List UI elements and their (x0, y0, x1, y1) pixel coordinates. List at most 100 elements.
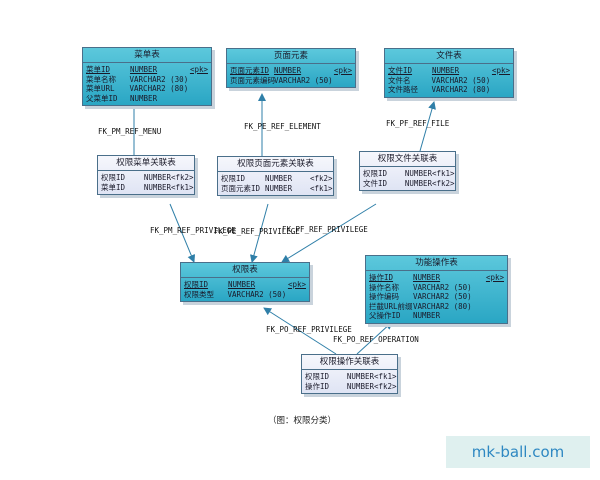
column-name: 文件路径 (388, 85, 418, 94)
relation-line-fk-po-ref-privilege (263, 307, 337, 355)
column-type: VARCHAR2 (50) (431, 75, 491, 85)
column-name: 页面元素ID (230, 66, 270, 75)
column-key: <pk> (485, 273, 504, 282)
relation-label: FK_PF_REF_PRIVILEGE (282, 225, 368, 234)
column-type: VARCHAR2 (50) (413, 282, 472, 292)
column-key (188, 94, 208, 104)
column-type: NUMBER (404, 169, 432, 178)
entity-title: 权限文件关联表 (360, 152, 455, 167)
relation-line-fk-pm-ref-privilege (169, 203, 196, 263)
column-type: VARCHAR2 (50) (227, 289, 287, 299)
column-name: 权限ID (184, 280, 209, 289)
entity-title: 菜单表 (83, 48, 211, 63)
column-name: 操作ID (305, 381, 330, 391)
relation-label: FK_PE_REF_PRIVILEGE (214, 227, 300, 236)
column-key (484, 302, 504, 312)
column-row: 权限ID NUMBER<fk1> (305, 372, 397, 382)
column-name: 文件ID (388, 66, 413, 75)
relation-label: FK_PO_REF_OPERATION (333, 335, 419, 344)
column-type: NUMBER (413, 311, 441, 320)
column-key: <fk1> (171, 182, 194, 192)
column-row: 父操作ID NUMBER (369, 311, 504, 321)
column-name: 权限类型 (184, 289, 214, 299)
column-key (333, 76, 352, 86)
watermark-text: mk-ball.com (446, 436, 590, 468)
column-key (490, 76, 510, 86)
column-key (484, 311, 504, 321)
figure-caption: （图：权限分类） (268, 416, 337, 426)
column-key: <fk1> (374, 372, 397, 381)
column-row: 菜单名称 VARCHAR2 (30) (86, 75, 208, 85)
column-name: 菜单名称 (86, 74, 116, 84)
column-name: 操作ID (369, 273, 394, 282)
column-row: 权限类型 VARCHAR2 (50) (184, 290, 306, 300)
entity-title: 权限表 (181, 263, 309, 278)
entity-title: 文件表 (385, 49, 513, 64)
column-key: <pk> (189, 65, 208, 74)
column-type: VARCHAR2 (80) (129, 84, 189, 93)
column-type: VARCHAR2 (50) (274, 75, 333, 85)
column-key (188, 75, 208, 85)
column-type: NUMBER (346, 372, 374, 381)
relation-label: FK_PF_REF_FILE (386, 119, 450, 128)
relation-label: FK_PM_REF_PRIVILEGE (150, 226, 236, 235)
relation-label: FK_PE_REF_ELEMENT (244, 122, 321, 131)
entity-title: 权限菜单关联表 (98, 156, 194, 171)
column-type: NUMBER (413, 273, 441, 282)
column-name: 权限ID (221, 174, 246, 183)
column-key: <fk2> (310, 174, 333, 183)
column-type: NUMBER (265, 183, 293, 193)
column-name: 权限ID (305, 372, 330, 381)
column-key (484, 292, 504, 302)
column-type: NUMBER (130, 93, 158, 103)
column-name: 父操作ID (369, 311, 401, 320)
column-name: 菜单ID (101, 182, 126, 192)
column-type: NUMBER (143, 173, 171, 182)
column-type: NUMBER (432, 66, 460, 75)
column-name: 权限ID (101, 173, 126, 182)
column-name: 页面元素编码 (230, 75, 275, 85)
relation-line-fk-pf-ref-file (419, 101, 436, 152)
column-key: <fk2> (432, 178, 455, 188)
column-key (490, 85, 510, 95)
column-key: <fk2> (374, 381, 397, 391)
relation-label: FK_PM_REF_MENU (98, 127, 162, 136)
column-key (286, 290, 306, 300)
column-name: 文件ID (363, 178, 388, 188)
column-type: NUMBER (265, 174, 293, 183)
column-row: 操作ID NUMBER <pk> (369, 273, 504, 283)
relation-label: FK_PO_REF_PRIVILEGE (266, 325, 352, 334)
column-type: VARCHAR2 (80) (413, 301, 472, 311)
column-key: <fk2> (171, 173, 194, 182)
column-key: <fk1> (310, 183, 333, 193)
column-key: <pk> (333, 66, 352, 75)
column-row: 权限ID NUMBER <fk2> (221, 174, 333, 184)
column-type: NUMBER (130, 65, 158, 74)
column-type: VARCHAR2 (30) (129, 74, 189, 84)
relation-line-fk-po-ref-operation (356, 321, 393, 355)
